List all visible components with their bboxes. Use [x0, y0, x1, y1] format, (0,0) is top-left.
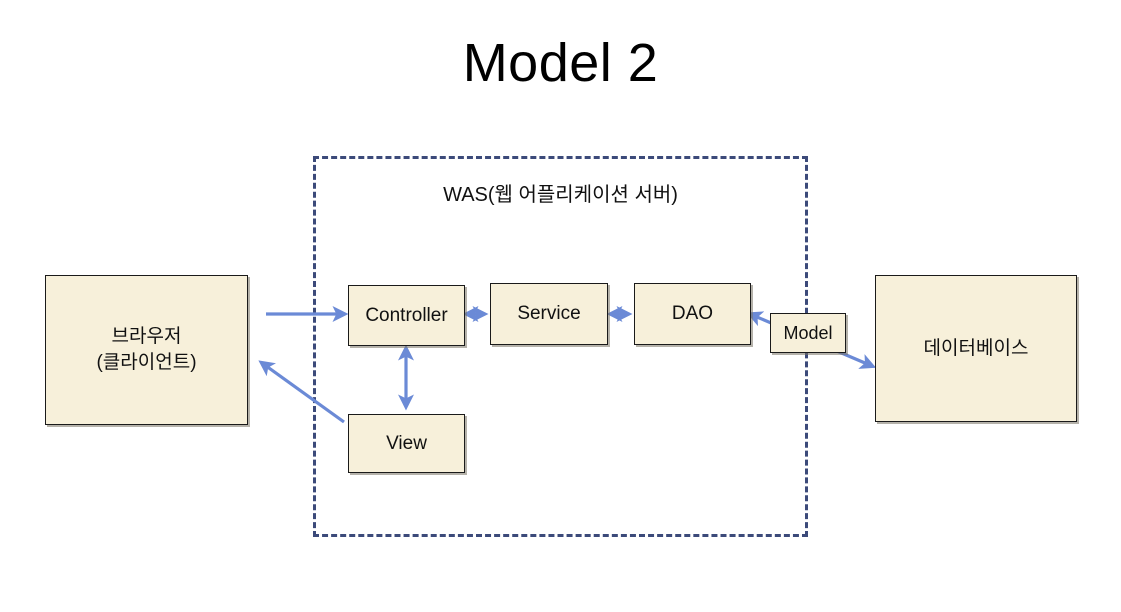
node-dao[interactable]: DAO [634, 283, 751, 345]
node-model[interactable]: Model [770, 313, 846, 353]
page-title: Model 2 [462, 33, 659, 93]
node-controller[interactable]: Controller [348, 285, 465, 346]
node-browser[interactable]: 브라우저 (클라이언트) [45, 275, 248, 425]
node-database[interactable]: 데이터베이스 [875, 275, 1077, 422]
was-boundary-label: WAS(웹 어플리케이션 서버) [443, 184, 678, 206]
was-boundary-box [313, 156, 808, 537]
node-view[interactable]: View [348, 414, 465, 473]
node-service[interactable]: Service [490, 283, 608, 345]
